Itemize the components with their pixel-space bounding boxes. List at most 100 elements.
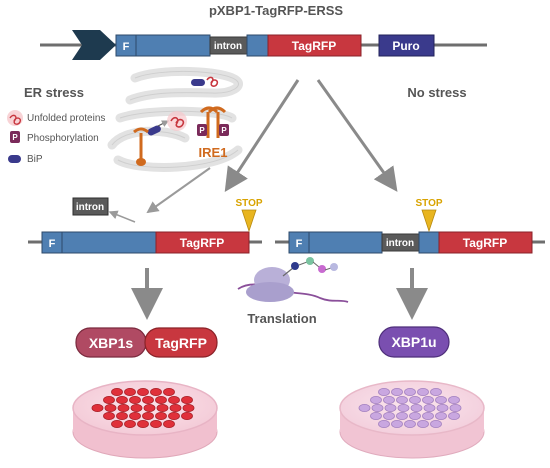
- petri-dish-right: [339, 380, 485, 459]
- purple-cell: [410, 403, 423, 412]
- promoter-arrow-icon: [72, 30, 116, 60]
- svg-text:P: P: [199, 126, 205, 135]
- red-cell: [124, 419, 136, 428]
- red-cell: [103, 395, 115, 404]
- purple-cell: [435, 395, 447, 404]
- red-cell: [150, 387, 162, 396]
- red-cell: [163, 419, 175, 428]
- purple-cell: [423, 403, 436, 412]
- bip-icon: [147, 125, 161, 136]
- svg-text:intron: intron: [214, 41, 242, 52]
- red-cell: [116, 411, 128, 420]
- bip-icon: [191, 79, 205, 86]
- spliced-construct: F TagRFP: [28, 231, 262, 254]
- purple-cell: [378, 419, 390, 428]
- red-cell: [168, 395, 180, 404]
- svg-text:F: F: [49, 238, 56, 250]
- purple-cell: [409, 395, 421, 404]
- purple-cell: [384, 403, 397, 412]
- svg-text:F: F: [123, 41, 130, 53]
- arrow-intron-excision: [108, 210, 136, 223]
- purple-cell: [378, 387, 390, 396]
- red-cell: [111, 419, 123, 428]
- red-cell: [168, 411, 180, 420]
- red-cell: [181, 395, 193, 404]
- red-cell: [155, 411, 167, 420]
- phosphorylation-icon: [10, 131, 20, 143]
- no-stress-heading: No stress: [407, 85, 466, 100]
- bip-icon: [8, 155, 21, 163]
- red-cell: [163, 387, 175, 396]
- phosphorylation-icon: [197, 124, 207, 136]
- purple-cell: [383, 411, 395, 420]
- svg-text:F: F: [296, 238, 303, 250]
- unspliced-blue-exon-2: [418, 231, 440, 254]
- red-cell: [137, 419, 149, 428]
- stop-marker-left: STOP: [235, 198, 263, 233]
- red-cell: [156, 403, 169, 412]
- svg-text:STOP: STOP: [235, 198, 262, 209]
- red-cell: [117, 403, 130, 412]
- svg-text:P: P: [221, 126, 227, 135]
- svg-text:intron: intron: [76, 202, 104, 213]
- purple-cell: [417, 387, 429, 396]
- legend-phosphorylation: Phosphorylation: [27, 133, 99, 144]
- red-cell: [91, 403, 104, 412]
- svg-text:TagRFP: TagRFP: [463, 236, 507, 250]
- tagrfp-pill: [144, 327, 218, 358]
- red-cell: [182, 403, 195, 412]
- red-cell: [124, 387, 136, 396]
- purple-cell: [404, 419, 416, 428]
- svg-text:P: P: [12, 133, 18, 142]
- legend-bip: BiP: [27, 154, 43, 165]
- purple-cell: [396, 411, 408, 420]
- top-puro-box: [378, 34, 435, 57]
- red-cell: [116, 395, 128, 404]
- purple-cell: [391, 387, 403, 396]
- purple-cell: [396, 395, 408, 404]
- phosphorylation-icon: [219, 124, 229, 136]
- purple-cell: [430, 419, 442, 428]
- purple-cell: [449, 403, 462, 412]
- purple-cell: [409, 411, 421, 420]
- arrow-ire1-to-construct: [146, 167, 211, 214]
- red-cell: [129, 395, 141, 404]
- purple-cell: [358, 403, 371, 412]
- xbp1s-tagrfp-product: XBP1s TagRFP: [75, 327, 218, 358]
- purple-cell: [370, 395, 382, 404]
- purple-cell: [422, 395, 434, 404]
- svg-text:TagRFP: TagRFP: [292, 39, 336, 53]
- red-cell: [181, 411, 193, 420]
- purple-cell: [435, 411, 447, 420]
- svg-text:TagRFP: TagRFP: [180, 236, 224, 250]
- purple-cell: [391, 419, 403, 428]
- top-blue-exon-2: [246, 34, 269, 57]
- svg-text:XBP1s: XBP1s: [89, 335, 134, 351]
- purple-cell: [404, 387, 416, 396]
- purple-cell: [448, 395, 460, 404]
- unspliced-tagrfp-box: [438, 231, 533, 254]
- top-blue-exon-1: [135, 34, 211, 57]
- svg-text:Puro: Puro: [392, 39, 419, 53]
- ire1-label: IRE1: [199, 145, 228, 160]
- excised-intron-box: [72, 197, 109, 216]
- top-construct: F intron TagRFP Puro: [40, 30, 487, 60]
- purple-cell: [422, 411, 434, 420]
- svg-text:STOP: STOP: [415, 198, 442, 209]
- red-cell: [130, 403, 143, 412]
- translation-label: Translation: [247, 311, 316, 326]
- unfolded-protein-icon: [9, 114, 22, 125]
- ire1-monomer-icon: [133, 127, 149, 166]
- red-cell: [150, 419, 162, 428]
- red-cell: [129, 411, 141, 420]
- legend: Unfolded proteins P Phosphorylation BiP: [7, 110, 105, 165]
- red-cell: [103, 411, 115, 420]
- svg-text:XBP1u: XBP1u: [391, 334, 436, 350]
- xbp1u-product: XBP1u: [378, 326, 450, 358]
- red-cell: [111, 387, 123, 396]
- red-cell: [155, 395, 167, 404]
- purple-cell: [417, 419, 429, 428]
- red-cell: [137, 387, 149, 396]
- purple-cell: [397, 403, 410, 412]
